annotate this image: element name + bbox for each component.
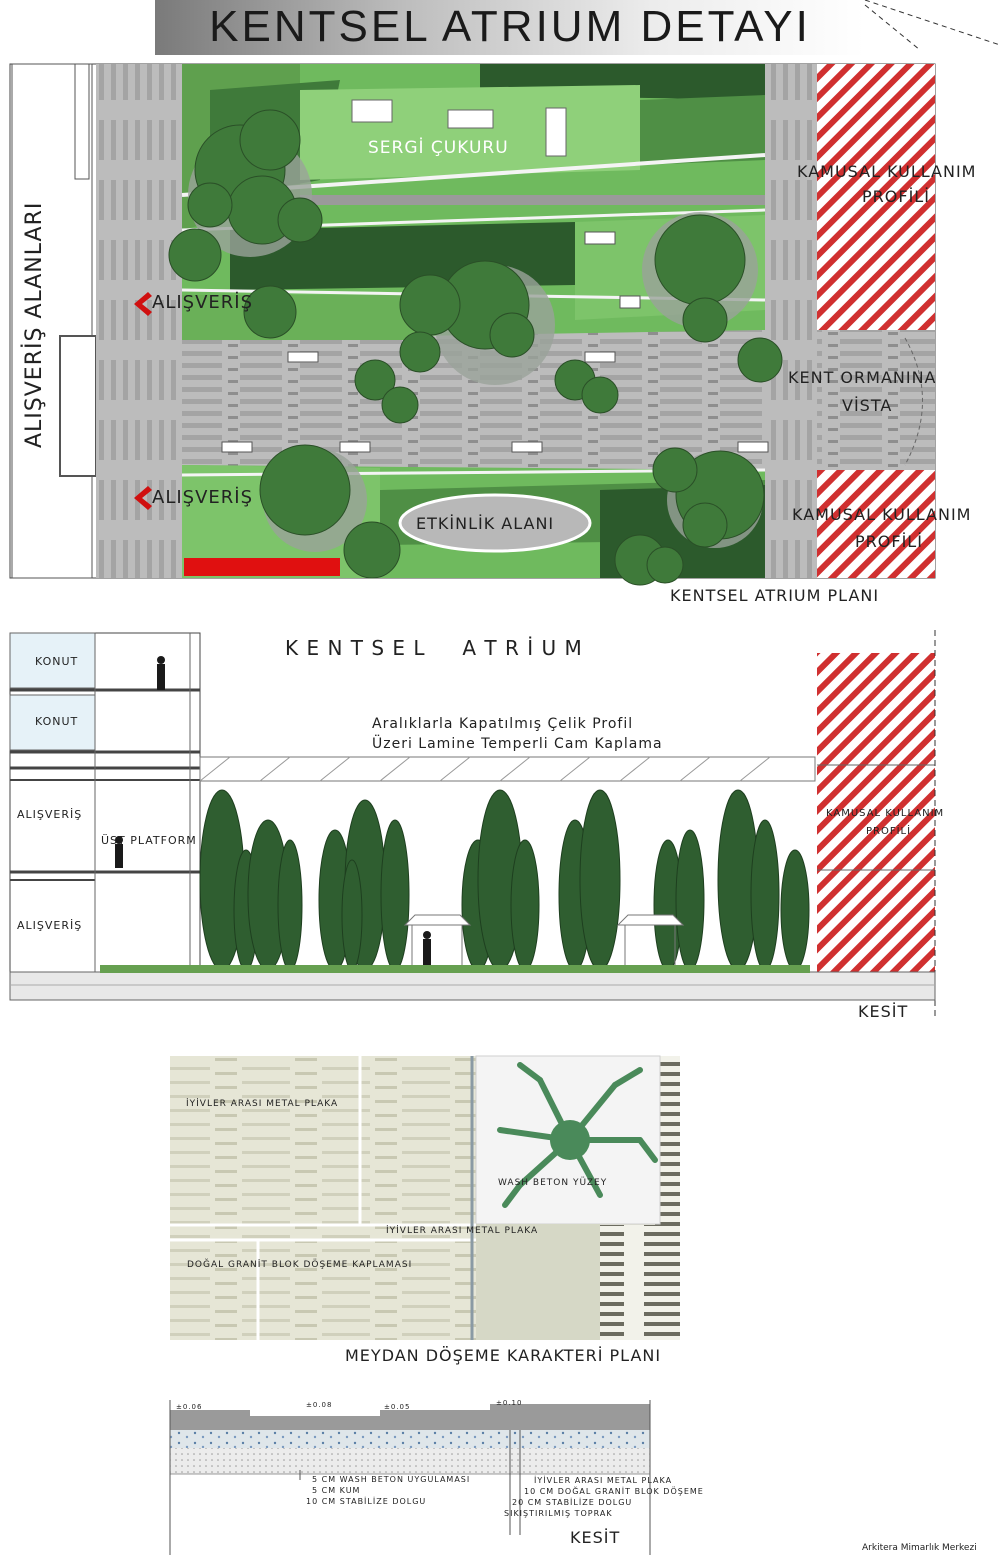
section-caption: KESİT xyxy=(858,1002,909,1021)
detail-right-note-2: 10 CM DOĞAL GRANİT BLOK DÖŞEME xyxy=(524,1487,704,1496)
page-title: KENTSEL ATRIUM DETAYI xyxy=(209,2,811,51)
konut-label-2: KONUT xyxy=(35,715,79,728)
shopping-bottom-label: ALIŞVERİŞ xyxy=(152,487,254,508)
detail-left-note-2: 5 CM KUM xyxy=(312,1486,361,1495)
section-heading: K E N T S E L A T R İ U M xyxy=(285,636,583,660)
detail-left-note-3: 10 CM STABİLİZE DOLGU xyxy=(306,1497,427,1506)
public-bottom-label-2: PROFİLİ xyxy=(855,532,923,551)
alisveris-label-2: ALIŞVERİŞ xyxy=(17,919,83,932)
note-wash: WASH BETON YÜZEY xyxy=(498,1178,608,1188)
public-bottom-label-1: KAMUSAL KULLANIM xyxy=(792,505,972,524)
public-top-label-1: KAMUSAL KULLANIM xyxy=(797,162,977,181)
roof-note-line-1: Aralıklarla Kapatılmış Çelik Profil xyxy=(372,716,634,732)
title-band xyxy=(155,0,865,55)
note-granit: DOĞAL GRANİT BLOK DÖŞEME KAPLAMASI xyxy=(187,1260,413,1270)
public-top-label-2: PROFİLİ xyxy=(862,187,930,206)
roof-note-line-2: Üzeri Lamine Temperli Cam Kaplama xyxy=(372,736,663,752)
vista-label-2: VİSTA xyxy=(842,396,893,415)
sergi-label: SERGİ ÇUKURU xyxy=(368,138,509,158)
note-metal-2: İYİVLER ARASI METAL PLAKA xyxy=(386,1226,539,1236)
title-dashed-lines xyxy=(864,0,1000,51)
level-4: ±0.10 xyxy=(496,1399,523,1407)
section-public-label-2: PROFİLİ xyxy=(866,826,912,837)
detail-caption: KESİT xyxy=(570,1528,621,1547)
level-1: ±0.06 xyxy=(176,1403,203,1411)
detail-right-note-4: SIKIŞTIRILMIŞ TOPRAK xyxy=(504,1509,613,1518)
alisveris-label-1: ALIŞVERİŞ xyxy=(17,808,83,821)
vista-label-1: KENT ORMANINA xyxy=(788,368,937,387)
level-3: ±0.05 xyxy=(384,1403,411,1411)
atrium-section-drawing xyxy=(9,630,936,1020)
level-2: ±0.08 xyxy=(306,1401,333,1409)
event-area-label: ETKİNLİK ALANI xyxy=(416,514,555,533)
plan-caption: KENTSEL ATRIUM PLANI xyxy=(670,586,880,605)
ust-platform-label: ÜST PLATFORM xyxy=(101,834,197,847)
atrium-plan-drawing xyxy=(9,63,936,586)
note-metal-1: İYİVLER ARASI METAL PLAKA xyxy=(186,1099,339,1109)
section-public-label-1: KAMUSAL KULLANIM xyxy=(826,808,945,819)
detail-left-note-1: 5 CM WASH BETON UYGULAMASI xyxy=(312,1475,471,1484)
credit: Arkitera Mimarlık Merkezi xyxy=(862,1543,977,1553)
shopping-top-label: ALIŞVERİŞ xyxy=(152,292,254,313)
detail-right-note-3: 20 CM STABİLİZE DOLGU xyxy=(512,1498,633,1507)
detail-right-note-1: İYİVLER ARASI METAL PLAKA xyxy=(534,1476,673,1485)
paving-caption: MEYDAN DÖŞEME KARAKTERİ PLANI xyxy=(345,1346,662,1365)
konut-label-1: KONUT xyxy=(35,655,79,668)
